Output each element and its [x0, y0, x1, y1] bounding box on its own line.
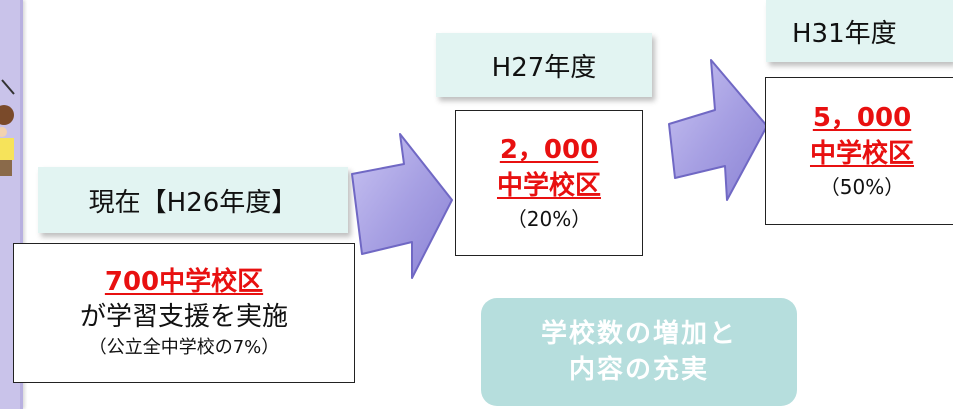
h31-school-count: 5，000: [812, 103, 912, 133]
h27-ratio: （20%）: [506, 207, 592, 231]
h27-target-box: 2，000 中学校区 （20%）: [455, 110, 643, 256]
h27-school-count: 2，000: [499, 135, 599, 165]
current-year-label: 現在【H26年度】: [38, 167, 348, 233]
arrow-right-icon: [668, 59, 768, 201]
h27-year-label-text: H27年度: [491, 52, 597, 83]
h31-year-label-text: H31年度: [792, 18, 897, 49]
h31-year-label: H31年度: [766, 0, 953, 62]
h27-year-label: H27年度: [436, 33, 652, 97]
h27-unit: 中学校区: [496, 171, 601, 201]
h31-unit: 中学校区: [809, 139, 914, 169]
h31-target-box: 5，000 中学校区 （50%）: [765, 77, 953, 225]
current-ratio: （公立全中学校の7%）: [88, 337, 280, 358]
person-illustration-icon: [0, 79, 15, 176]
h31-ratio: （50%）: [819, 175, 905, 199]
goal-line-1: 学校数の増加と: [540, 319, 737, 349]
goal-box: 学校数の増加と 内容の充実: [481, 298, 797, 406]
current-school-count: 700中学校区: [104, 267, 264, 297]
current-year-label-text: 現在【H26年度】: [88, 187, 298, 218]
goal-line-2: 内容の充実: [568, 355, 709, 385]
arrow-right-icon: [351, 133, 453, 279]
current-status-box: 700中学校区 が学習支援を実施 （公立全中学校の7%）: [13, 243, 355, 383]
current-description: が学習支援を実施: [79, 302, 288, 332]
